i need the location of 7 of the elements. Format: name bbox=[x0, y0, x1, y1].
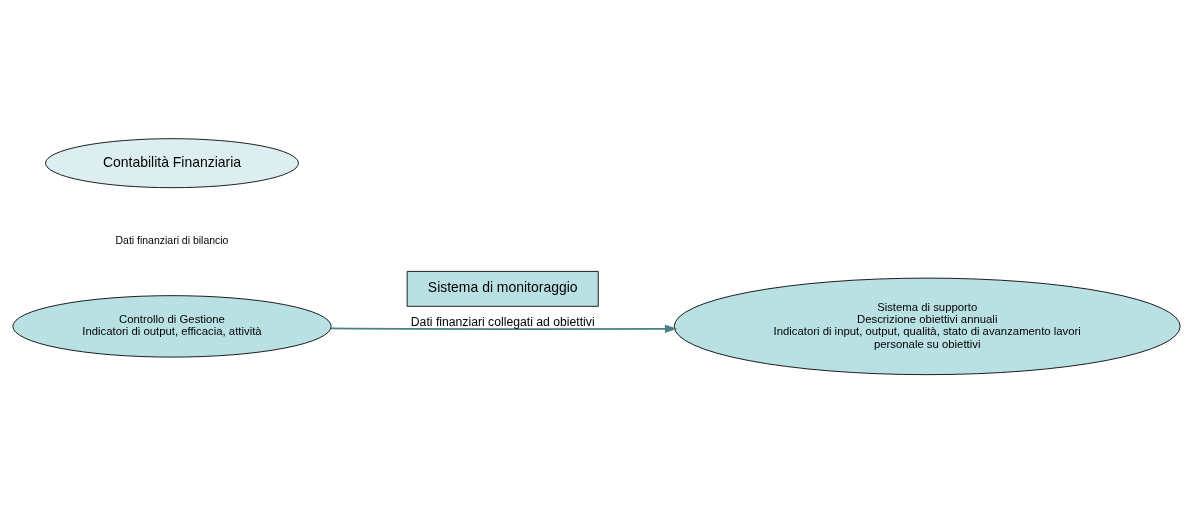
edge-label: Dati finanziari collegati ad obiettivi bbox=[410, 314, 595, 329]
node-ellipse: Contabilità Finanziaria bbox=[45, 138, 299, 189]
node-box: Sistema di monitoraggio bbox=[406, 270, 599, 307]
node-ellipse: Controllo di Gestione Indicatori di output, efficacia, attività bbox=[12, 295, 332, 358]
node-ellipse: Sistema di supporto Descrizione obiettivi annuali Indicatori di input, output, qualità, stato di avanzamento lavori personale su obiettivi bbox=[673, 277, 1181, 376]
label: Dati finanziari di bilancio bbox=[115, 235, 229, 247]
arrow bbox=[330, 324, 678, 334]
